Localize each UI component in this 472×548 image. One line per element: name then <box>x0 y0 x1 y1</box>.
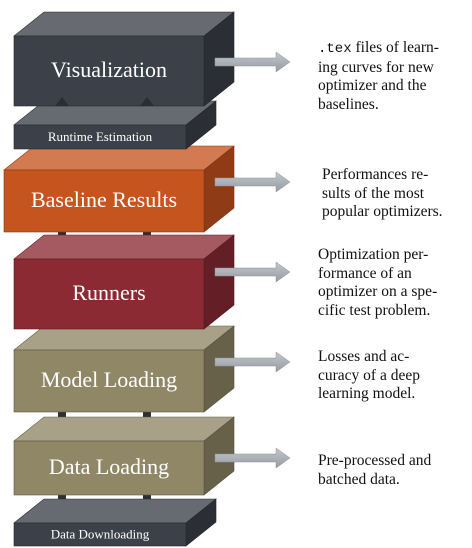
data-loading-label: Data Loading <box>49 454 169 479</box>
data-loading-layer-box: Data Loading <box>13 416 235 496</box>
tex-extension-code: .tex <box>318 41 352 57</box>
model-loading-layer-box: Model Loading <box>13 325 235 413</box>
runners-top-face <box>13 234 235 260</box>
visualization-layer-box: Visualization <box>13 11 235 107</box>
data-loading-arrow <box>214 447 291 469</box>
data-downloading-layer-box: Data Downloading <box>13 498 217 547</box>
data-loading-top-face <box>13 416 235 442</box>
baseline-results-front-face <box>3 169 205 233</box>
runtime-estimation-label: Runtime Estimation <box>48 129 153 144</box>
baseline-results-arrow <box>214 171 291 193</box>
pillar-cap <box>55 97 69 106</box>
layer-stack: Data Downloading Data Loading Model Loadin… <box>3 11 235 547</box>
baseline-results-layer-box: Baseline Results <box>3 145 235 233</box>
visualization-top-face <box>13 11 235 37</box>
runtime-estimation-layer-box: Runtime Estimation <box>13 100 217 150</box>
output-arrows <box>214 51 291 469</box>
model-loading-top-face <box>13 325 235 351</box>
runners-layer-box: Runners <box>13 234 235 330</box>
data-downloading-label: Data Downloading <box>51 526 150 541</box>
data-downloading-front-face <box>13 522 187 547</box>
data-loading-description: Pre-processed and batched data. <box>318 452 432 488</box>
model-loading-label: Model Loading <box>41 367 177 392</box>
pillar-cap <box>140 97 154 106</box>
data-downloading-top-face <box>13 498 217 524</box>
runners-arrow <box>214 261 291 283</box>
baseline-results-top-face <box>3 145 235 171</box>
baseline-results-description: Performances re- sults of the most popul… <box>322 166 443 220</box>
visualization-label: Visualization <box>51 57 167 82</box>
model-loading-description: Losses and ac- curacy of a deep learning… <box>318 348 420 402</box>
runners-front-face <box>13 258 205 330</box>
visualization-arrow <box>214 51 291 73</box>
runtime-estimation-front-face <box>13 124 187 150</box>
runners-description: Optimization per- formance of an optimiz… <box>318 246 438 319</box>
model-loading-arrow <box>214 351 291 373</box>
visualization-front-face <box>13 35 205 107</box>
visualization-description: .tex files of learn- ing curves for new … <box>318 39 439 113</box>
model-loading-front-face <box>13 349 205 413</box>
baseline-results-label: Baseline Results <box>31 187 177 212</box>
data-loading-front-face <box>13 440 205 496</box>
runners-label: Runners <box>72 280 145 305</box>
